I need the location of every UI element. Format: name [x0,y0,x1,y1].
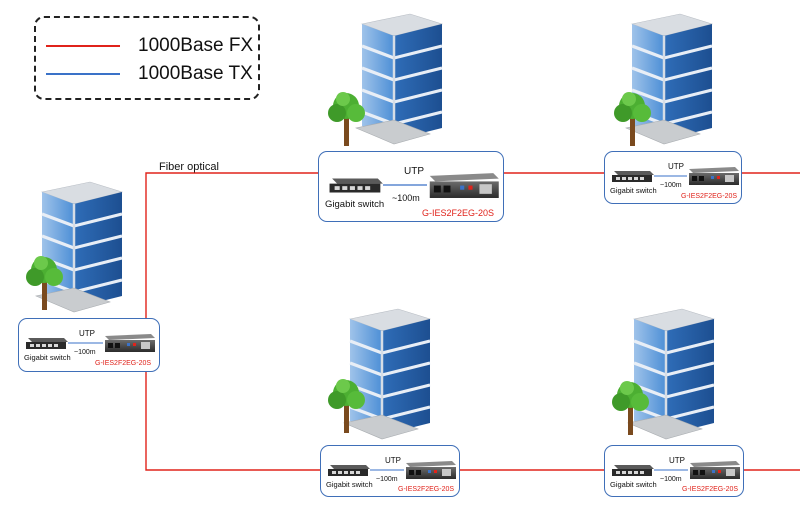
utp-label: UTP [669,456,685,465]
tree-icon [328,379,365,433]
switch-label: Gigabit switch [326,480,373,489]
device-callout: UTP Gigabit switch ~100m G-IES2F2EG-20S [604,151,742,204]
model-label: G-IES2F2EG-20S [398,486,455,493]
model-label: G-IES2F2EG-20S [681,193,738,200]
switch-label: Gigabit switch [24,353,71,362]
utp-link [383,184,427,186]
legend-label-fx: 1000Base FX [138,35,254,56]
switch-label: Gigabit switch [610,480,657,489]
switch-label: Gigabit switch [325,199,385,210]
device-callout: UTP Gigabit switch ~100m G-IES2F2EG-20S [320,445,460,497]
device-callout: UTP Gigabit switch ~100m G-IES2F2EG-20S [18,318,160,372]
model-label: G-IES2F2EG-20S [95,360,152,367]
fiber-link-trunk-bottom [145,345,320,471]
utp-label: UTP [79,329,95,338]
switch-label: Gigabit switch [610,186,657,195]
fiber-link-group [145,172,800,471]
legend-item-fx: 1000Base FX [46,34,253,58]
site-bottom-right: UTP Gigabit switch ~100m G-IES2F2EG-20S [604,305,744,497]
device-callout: UTP Gigabit switch ~100m G-IES2F2EG-20S [318,151,504,222]
site-central-left: UTP Gigabit switch ~100m G-IES2F2EG-20S [18,178,160,372]
distance-label: ~100m [660,182,682,189]
legend-item-tx: 1000Base TX [46,62,253,86]
legend-label-tx: 1000Base TX [138,63,253,84]
legend-swatch-fx [46,45,120,47]
distance-label: ~100m [376,476,398,483]
utp-label: UTP [404,166,424,177]
fiber-optical-label: Fiber optical [159,161,219,173]
tree-icon [26,256,63,310]
utp-label: UTP [668,162,684,171]
legend-swatch-tx [46,73,120,75]
model-label: G-IES2F2EG-20S [422,208,495,218]
tree-icon [612,381,649,435]
tree-icon [614,92,651,146]
utp-link [370,469,404,471]
site-top-middle: UTP Gigabit switch ~100m G-IES2F2EG-20S [318,10,504,222]
distance-label: ~100m [74,349,96,356]
site-bottom-middle: UTP Gigabit switch ~100m G-IES2F2EG-20S [320,305,460,497]
site-top-right: UTP Gigabit switch ~100m G-IES2F2EG-20S [604,10,742,204]
legend: 1000Base FX 1000Base TX [34,16,260,100]
utp-link [654,175,687,177]
utp-link [68,342,103,344]
utp-link [654,469,688,471]
utp-label: UTP [385,456,401,465]
distance-label: ~100m [660,476,682,483]
model-label: G-IES2F2EG-20S [682,486,739,493]
device-callout: UTP Gigabit switch ~100m G-IES2F2EG-20S [604,445,744,497]
fiber-link-trunk [145,172,318,320]
tree-icon [328,92,365,146]
distance-label: ~100m [392,193,420,203]
